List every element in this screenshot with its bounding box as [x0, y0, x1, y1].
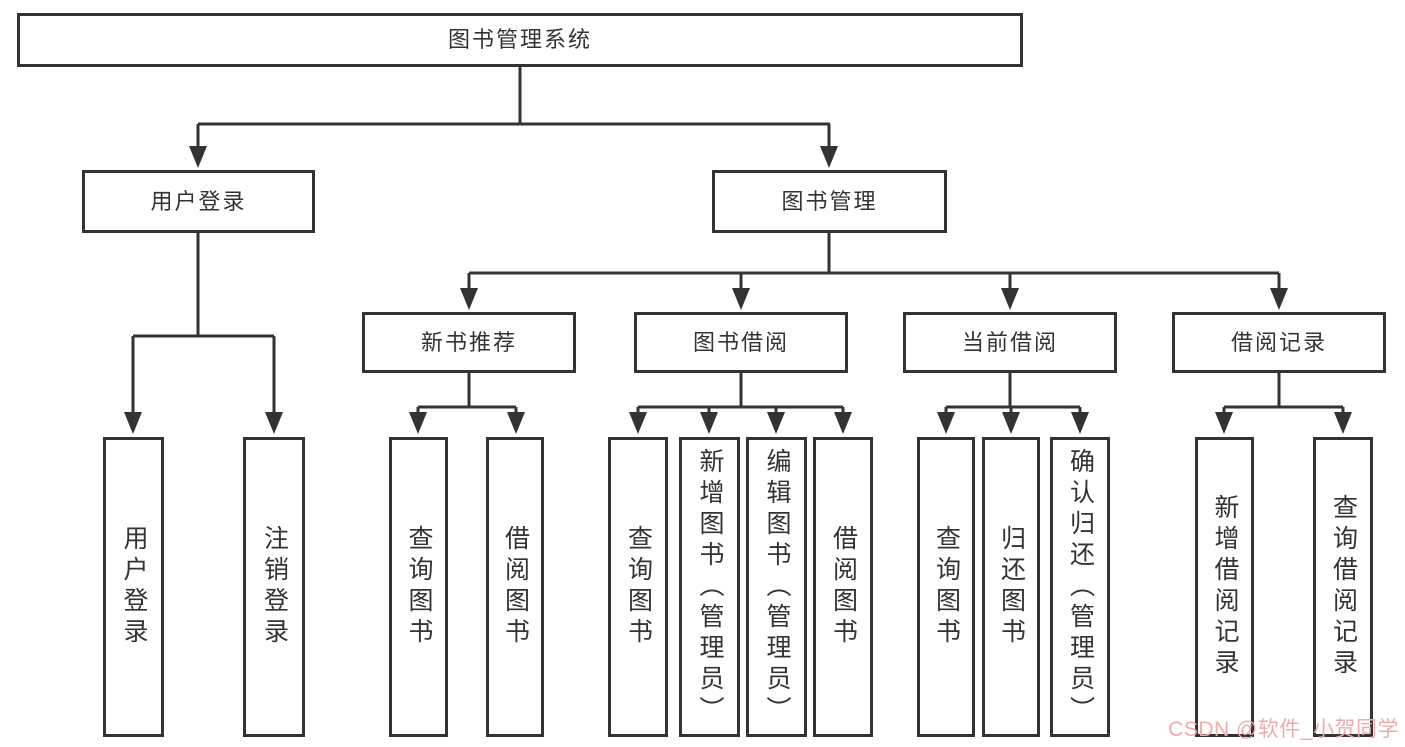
node-leaf-add-borrow-record: 新增借阅记录 [1195, 437, 1254, 737]
node-new-book-recommend: 新书推荐 [362, 312, 576, 373]
node-leaf-edit-book-admin: 编辑图书（管理员） [746, 437, 807, 737]
node-leaf-user-login: 用户登录 [103, 437, 164, 737]
node-book-management: 图书管理 [712, 170, 947, 233]
node-leaf-confirm-return-admin: 确认归还（管理员） [1050, 437, 1110, 737]
node-user-login: 用户登录 [82, 170, 315, 233]
node-leaf-return-book: 归还图书 [982, 437, 1040, 737]
node-leaf-borrow-book-2: 借阅图书 [813, 437, 873, 737]
node-leaf-borrow-book-1: 借阅图书 [486, 437, 544, 737]
node-root: 图书管理系统 [17, 13, 1023, 67]
node-leaf-query-borrow-record: 查询借阅记录 [1313, 437, 1373, 737]
node-leaf-logout: 注销登录 [243, 437, 305, 737]
node-leaf-add-book-admin: 新增图书（管理员） [679, 437, 740, 737]
node-borrow-record: 借阅记录 [1172, 312, 1386, 373]
node-leaf-query-book-2: 查询图书 [608, 437, 668, 737]
node-book-borrow: 图书借阅 [634, 312, 848, 373]
node-current-borrow: 当前借阅 [903, 312, 1117, 373]
node-leaf-query-book-3: 查询图书 [917, 437, 975, 737]
node-leaf-query-book-1: 查询图书 [389, 437, 448, 737]
csdn-watermark: CSDN @软件_小贺同学 [1168, 718, 1399, 741]
